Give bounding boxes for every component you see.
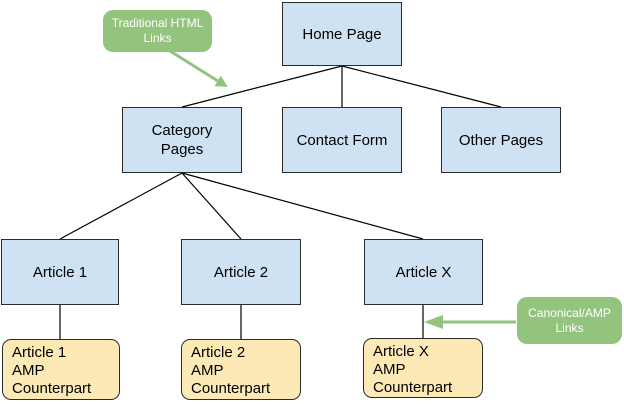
arrow-canonical-amp-links — [424, 315, 516, 329]
node-other-pages: Other Pages — [441, 107, 561, 173]
node-article-x: Article X — [364, 239, 483, 305]
connector-category-article-1 — [59, 172, 183, 240]
callout-canonical-amp-links: Canonical/AMP Links — [517, 297, 622, 344]
node-article-2: Article 2 — [181, 239, 301, 305]
callout-traditional-html-links: Traditional HTML Links — [103, 10, 212, 52]
node-article-1-amp-counterpart: Article 1 AMP Counterpart — [2, 339, 120, 400]
node-article-x-amp-counterpart: Article X AMP Counterpart — [363, 338, 483, 398]
node-article-1: Article 1 — [1, 239, 119, 305]
arrowhead-canonical-amp-links — [424, 315, 443, 329]
node-category-pages: Category Pages — [122, 107, 242, 173]
node-home-page: Home Page — [282, 2, 402, 66]
arrow-traditional-html-links — [169, 49, 228, 87]
arrowhead-traditional-html-links — [214, 75, 228, 87]
connector-home-category — [181, 65, 343, 108]
connector-home-other — [341, 65, 502, 108]
connector-category-article-2 — [181, 172, 242, 240]
node-article-2-amp-counterpart: Article 2 AMP Counterpart — [181, 339, 301, 400]
node-contact-form: Contact Form — [282, 107, 402, 173]
connector-category-article-x — [181, 172, 424, 240]
